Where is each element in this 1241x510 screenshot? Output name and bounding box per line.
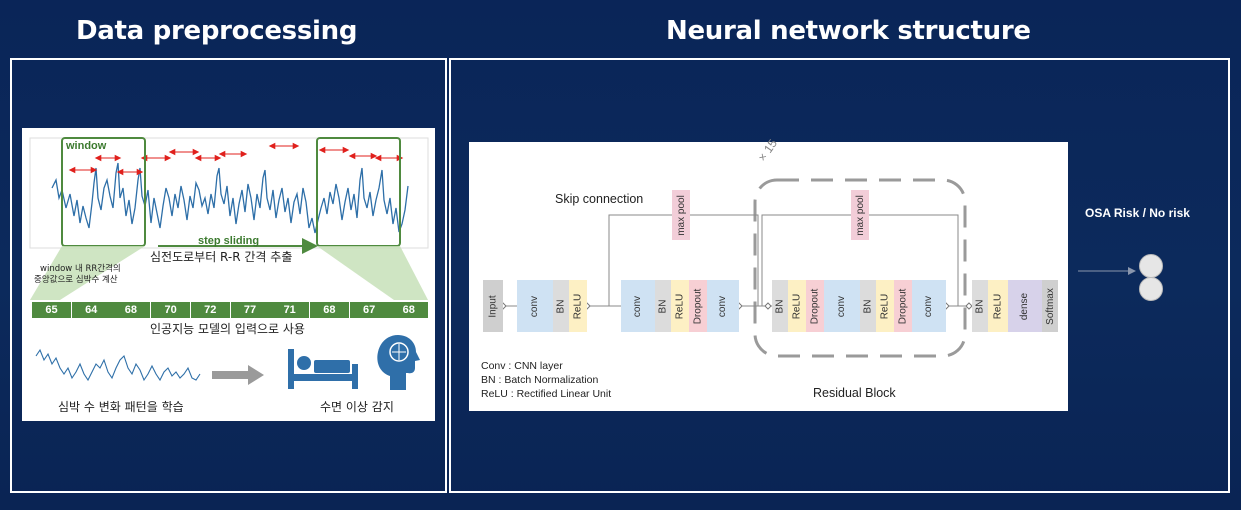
bn-block: BN	[972, 280, 988, 332]
dropout-block: Dropout	[806, 280, 824, 332]
step-sliding-label: step sliding	[198, 235, 260, 247]
window-funnel-right	[317, 246, 428, 300]
relu-block: ReLU	[671, 280, 689, 332]
median-note-line2: 중앙값으로 심박수 계산	[34, 275, 118, 285]
heart-rate-cell: 68	[111, 302, 151, 318]
conv-block: conv	[824, 280, 860, 332]
residual-block-label: Residual Block	[813, 386, 896, 400]
heart-rate-cell: 67	[349, 302, 389, 318]
dense-block: dense	[1008, 280, 1042, 332]
heart-rate-cell: 65	[32, 302, 71, 318]
max-pool-block: max pool	[672, 190, 690, 240]
relu-block: ReLU	[569, 280, 587, 332]
network-figure: Skip connection × 15 Residual Block Conv…	[469, 137, 1068, 411]
relu-block: ReLU	[788, 280, 806, 332]
neural-network-heading: Neural network structure	[666, 16, 1031, 46]
softmax-block: Softmax	[1042, 280, 1058, 332]
hrv-waveform	[35, 348, 201, 382]
heart-rate-cell: 68	[389, 302, 429, 318]
residual-block-outline	[753, 178, 967, 358]
heart-rate-cell: 72	[190, 302, 230, 318]
bn-block: BN	[772, 280, 788, 332]
ecg-plot-frame	[29, 137, 429, 249]
legend-relu: ReLU : Rectified Linear Unit	[481, 388, 612, 400]
sleeping-bed-icon	[288, 349, 358, 389]
median-note: window 내 RR간격의 중앙값으로 심박수 계산	[34, 264, 121, 286]
input-block: Input	[483, 280, 503, 332]
dropout-block: Dropout	[894, 280, 912, 332]
heart-rate-cell: 68	[309, 302, 349, 318]
ecg-signal	[51, 162, 409, 234]
learn-caption: 심박 수 변화 패턴을 학습	[58, 400, 184, 414]
output-label: OSA Risk / No risk	[1085, 206, 1190, 220]
window-funnel-left	[30, 246, 145, 300]
preprocessing-figure: window step sliding 심전도로부터 R-R 간격 추출 win…	[22, 128, 435, 421]
conv-block: conv	[912, 280, 946, 332]
bn-block: BN	[655, 280, 671, 332]
detect-caption: 수면 이상 감지	[320, 400, 394, 414]
rr-interval-arrows	[68, 142, 404, 176]
data-preprocessing-heading: Data preprocessing	[76, 16, 358, 46]
conv-block: conv	[621, 280, 655, 332]
network-panel	[449, 58, 1230, 493]
heart-rate-cell: 71	[270, 302, 310, 318]
rr-extract-caption: 심전도로부터 R-R 간격 추출	[150, 250, 293, 264]
relu-block: ReLU	[988, 280, 1008, 332]
heart-rate-cell: 77	[230, 302, 270, 318]
output-node-no-risk	[1139, 277, 1163, 301]
preprocessing-panel	[10, 58, 447, 493]
network-connections	[499, 178, 973, 358]
legend-conv: Conv : CNN layer	[481, 360, 563, 372]
heart-rate-cell: 64	[71, 302, 111, 318]
ai-brain-head-icon	[377, 335, 420, 390]
bn-block: BN	[860, 280, 876, 332]
relu-block: ReLU	[876, 280, 894, 332]
model-input-caption: 인공지능 모델의 입력으로 사용	[150, 322, 305, 336]
ecg-rr-diagram	[29, 137, 429, 390]
conv-block: conv	[707, 280, 739, 332]
window-label: window	[66, 140, 107, 152]
heart-rate-cell: 70	[151, 302, 191, 318]
output-arrow	[1078, 267, 1136, 275]
legend-bn: BN : Batch Normalization	[481, 374, 599, 386]
skip-connection-label: Skip connection	[555, 192, 644, 206]
bn-block: BN	[553, 280, 569, 332]
max-pool-block: max pool	[851, 190, 869, 240]
dropout-block: Dropout	[689, 280, 707, 332]
learn-to-detect-arrow	[212, 365, 264, 385]
median-note-line1: window 내 RR간격의	[40, 264, 121, 274]
output-node-osa-risk	[1139, 254, 1163, 278]
conv-block: conv	[517, 280, 553, 332]
